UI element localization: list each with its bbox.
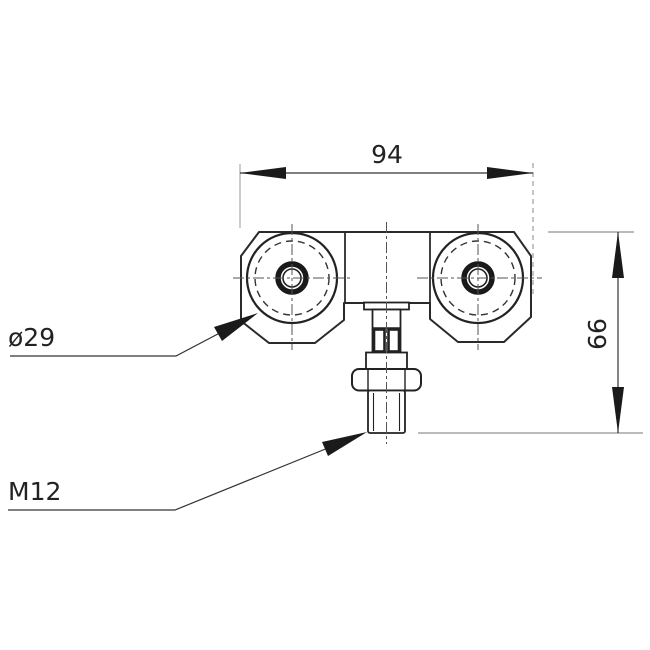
dim-height-label: 66 — [583, 318, 612, 350]
centerlines — [233, 222, 542, 444]
dim-width-label: 94 — [371, 140, 403, 169]
thread-leader-line — [8, 434, 361, 511]
thread-arrow — [322, 432, 367, 456]
leader-thread: M12 — [8, 432, 367, 511]
square-neck-left — [372, 328, 386, 353]
dimension-height: 66 — [418, 231, 643, 434]
dimension-width: 94 — [239, 140, 534, 298]
roller-diameter-label: ø29 — [8, 323, 55, 352]
height-arrow-bottom — [612, 387, 624, 433]
height-arrow-top — [612, 232, 624, 278]
width-arrow-left — [240, 167, 286, 179]
width-arrow-right — [487, 167, 533, 179]
square-neck-right — [387, 328, 401, 353]
roller-diameter-arrow — [214, 313, 258, 341]
thread-label: M12 — [8, 477, 61, 506]
leader-roller-diameter: ø29 — [8, 313, 258, 357]
